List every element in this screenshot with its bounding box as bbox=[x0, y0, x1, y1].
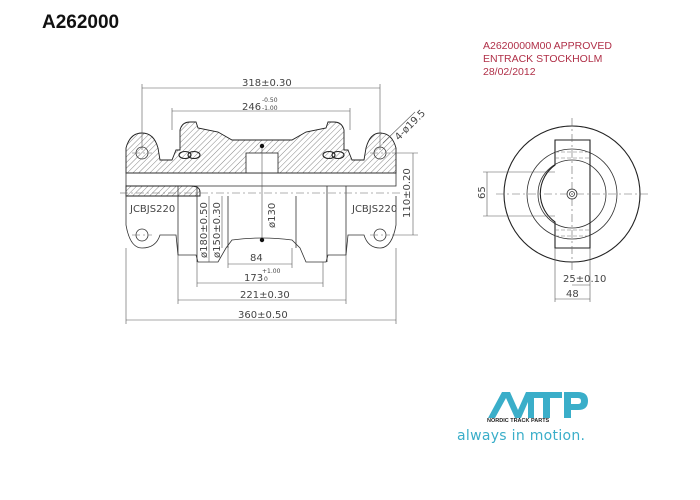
right-model-label: JCBJS220 bbox=[351, 204, 397, 215]
bolt-hole-icon bbox=[370, 228, 390, 242]
approval-location: ENTRACK STOCKHOLM bbox=[483, 53, 603, 65]
dim-side-height: 65 bbox=[477, 186, 488, 199]
left-seal bbox=[178, 150, 201, 160]
approval-line: A2620000M00 APPROVED bbox=[483, 40, 612, 52]
dim-bolt-vertical: 110±0.20 bbox=[402, 168, 413, 218]
side-view: 65 25±0.10 48 bbox=[477, 118, 648, 302]
shaft bbox=[125, 172, 397, 187]
approval-date: 28/02/2012 bbox=[483, 66, 536, 78]
dim-tread-width: 84 bbox=[250, 253, 263, 264]
dim-hole-dia: 4-ø19.5 bbox=[393, 108, 428, 143]
dim-rim-width: 246 bbox=[242, 102, 261, 113]
tagline: always in motion. bbox=[457, 428, 586, 444]
dim-dia-180: ø180±0.50 bbox=[199, 202, 210, 258]
tol-lower: -1.00 bbox=[262, 105, 278, 112]
dim-flange-width: 221±0.30 bbox=[240, 290, 290, 301]
tol-lower: 0 bbox=[264, 276, 268, 283]
mtp-logo-icon bbox=[488, 392, 588, 418]
part-number-title: A262000 bbox=[42, 12, 120, 33]
front-dimensions: 318±0.30 246 -0.50 -1.00 4-ø19.5 110±0.2… bbox=[125, 78, 428, 324]
tol-upper: -0.50 bbox=[262, 97, 278, 104]
tol-upper: +1.00 bbox=[262, 268, 281, 275]
front-section-view: JCBJS220 JCBJS220 bbox=[120, 121, 402, 263]
dim-inner-width: 173 bbox=[244, 273, 263, 284]
dim-overall-length: 360±0.50 bbox=[238, 310, 288, 321]
right-seal bbox=[322, 150, 345, 160]
left-model-label: JCBJS220 bbox=[129, 204, 175, 215]
approval-stamp: A2620000M00 APPROVED ENTRACK STOCKHOLM 2… bbox=[483, 40, 612, 79]
dim-dia-150: ø150±0.30 bbox=[212, 202, 223, 258]
shaft-end-section bbox=[125, 185, 201, 197]
dim-bolt-span: 318±0.30 bbox=[242, 78, 292, 89]
company-name: NORDIC TRACK PARTS bbox=[487, 418, 550, 424]
dim-side-offset: 25±0.10 bbox=[563, 274, 606, 285]
dim-side-width: 48 bbox=[566, 289, 579, 300]
dim-dia-130: ø130 bbox=[267, 203, 278, 228]
bolt-hole-icon bbox=[132, 228, 152, 242]
